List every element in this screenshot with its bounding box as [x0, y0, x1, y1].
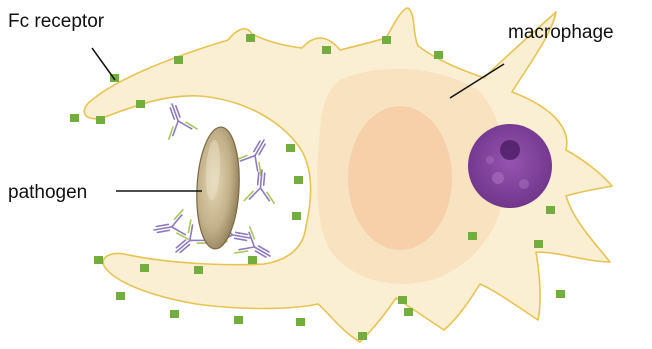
fc-receptor-icon	[234, 316, 243, 324]
fc-receptor-icon	[116, 292, 125, 300]
fc-receptor-icon	[382, 36, 391, 44]
fc-receptor-icon	[434, 51, 443, 59]
fc-receptor-icon	[534, 240, 543, 248]
fc-receptor-icon	[468, 232, 477, 240]
fc-receptor-icon	[96, 116, 105, 124]
fc-receptor-icon	[294, 176, 303, 184]
fc-receptor-leader-line	[92, 48, 115, 80]
antibody-icon	[151, 210, 188, 245]
fc-receptor-icon	[296, 318, 305, 326]
fc-receptor-icon	[246, 34, 255, 42]
antibody-icon	[235, 133, 277, 176]
fc-receptor-icon	[194, 266, 203, 274]
pathogen-label: pathogen	[8, 182, 87, 203]
fc-receptor-icon	[546, 206, 555, 214]
fc-receptor-icon	[398, 296, 407, 304]
macrophage-label: macrophage	[508, 22, 614, 43]
fc-receptor-icon	[404, 308, 413, 316]
macrophage-nucleus	[348, 106, 452, 250]
fc-receptor-icon	[70, 114, 79, 122]
fc-receptor-icon	[248, 256, 257, 264]
fc-receptor-icon	[170, 310, 179, 318]
fc-receptor-icon	[292, 212, 301, 220]
pathogen	[194, 126, 242, 250]
fc-receptor-icon	[322, 46, 331, 54]
fc-receptor-icon	[358, 332, 367, 340]
fc-receptor-label: Fc receptor	[8, 11, 105, 32]
fc-receptor-icon	[140, 264, 149, 272]
fc-receptor-icon	[136, 100, 145, 108]
fc-receptor-icon	[286, 144, 295, 152]
fc-receptor-icon	[556, 290, 565, 298]
antibody-icon	[158, 99, 197, 139]
fc-receptor-icon	[94, 256, 103, 264]
fc-receptor-icon	[174, 56, 183, 64]
lysosome-vesicle	[468, 124, 552, 208]
